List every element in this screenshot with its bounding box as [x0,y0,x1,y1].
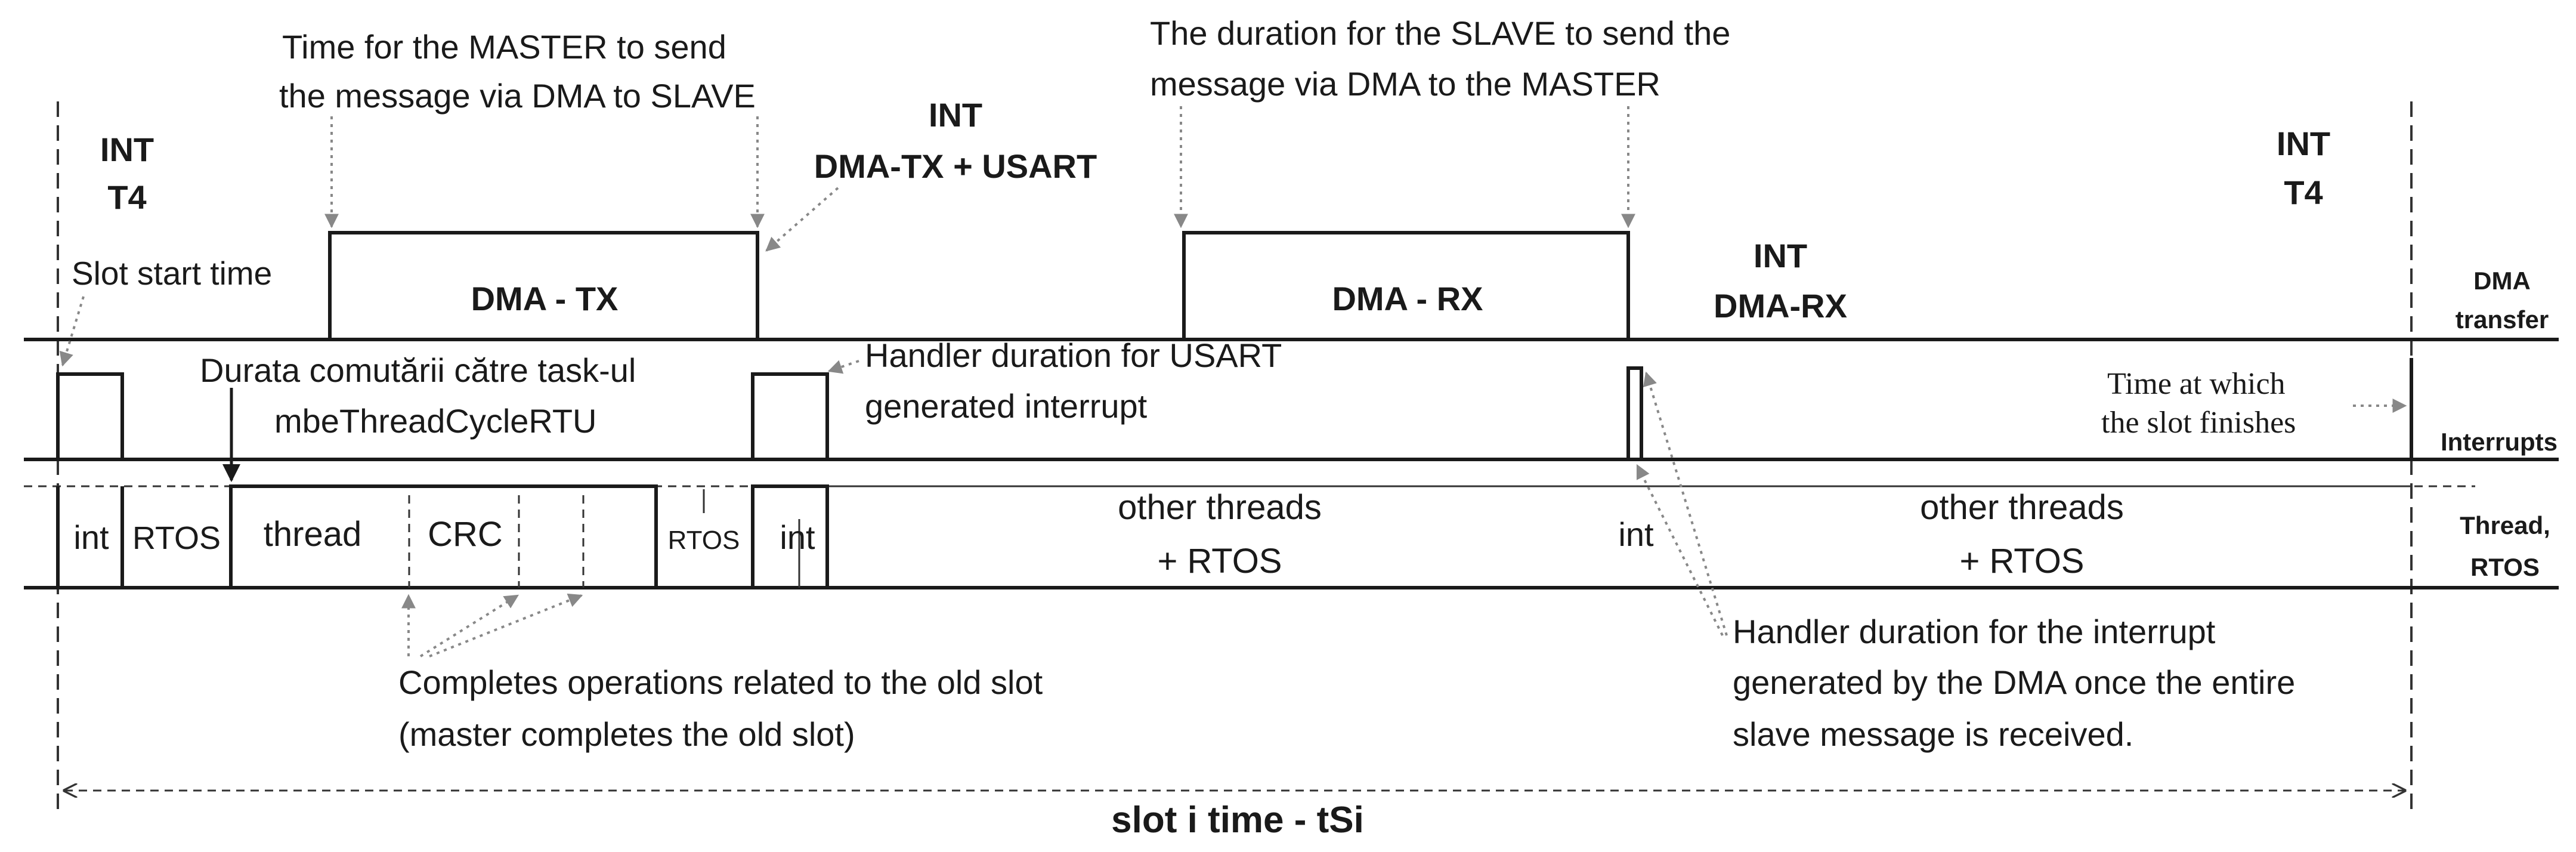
int-dma-tx-line1: INT [929,96,982,134]
durata-line1: Durata comutării către task-ul [200,351,636,389]
int-t4-pulse [56,372,124,459]
int-dma-rx-line1: INT [1754,237,1807,274]
row-label-thread-line2: RTOS [2470,553,2540,581]
completes-arrow-2 [419,594,519,657]
handler-dma-arrow-lower [1636,464,1724,636]
int-t4-left-line1: INT [100,131,154,168]
completes-line1: Completes operations related to the old … [398,663,1043,701]
dma-tx-label: DMA - TX [471,280,619,317]
int-dma-rx-line2: DMA-RX [1714,287,1847,325]
slot-finish-line1: Time at which [2107,367,2286,401]
dma-tx-pulse [24,231,1630,341]
int-c-label: int [1618,515,1654,553]
slot-start-label: Slot start time [72,255,272,292]
completes-arrow-3 [429,593,583,657]
int-dma-rx-pulse [1626,366,1643,459]
master-send-line2: the message via DMA to SLAVE [279,77,756,115]
handler-usart-line2: generated interrupt [865,387,1148,425]
int-b-label: int [780,518,815,556]
int-dma-tx-line2: DMA-TX + USART [814,147,1097,185]
other-threads-2-line1: other threads [1920,488,2124,527]
completes-line2: (master completes the old slot) [398,715,855,753]
thread-label: thread [264,515,361,554]
int-dma-tx-arrow [765,187,839,252]
other-threads-2-line2: + RTOS [1959,542,2084,581]
int-t4-right-line1: INT [2277,125,2330,162]
durata-line2: mbeThreadCycleRTU [274,402,596,440]
other-threads-1-line2: + RTOS [1157,542,1282,581]
dma-rx-label: DMA - RX [1332,280,1483,317]
row-label-thread-line1: Thread, [2460,511,2550,539]
slot-finish-line2: the slot finishes [2101,406,2296,440]
row-label-dma-line1: DMA [2473,267,2531,295]
slot-start-arrow [59,296,85,367]
other-threads-1-line1: other threads [1118,488,1322,527]
crc-label: CRC [428,515,503,554]
int-a-label: int [73,518,109,556]
handler-usart-arrow [827,360,859,374]
slot-time-label: slot i time - tSi [1111,799,1364,841]
handler-dma-arrow-upper [1643,371,1728,636]
row-label-interrupts: Interrupts [2441,428,2558,456]
int-t4-right-line2: T4 [2284,174,2323,211]
handler-usart-line1: Handler duration for USART [865,337,1282,374]
handler-dma-line1: Handler duration for the interrupt [1733,613,2216,650]
rtos-a-label: RTOS [132,520,221,556]
int-usart-pulse [751,372,829,459]
rtos-b-label: RTOS [668,526,740,555]
handler-dma-line2: generated by the DMA once the entire [1733,663,2295,701]
handler-dma-line3: slave message is received. [1733,715,2133,753]
slave-send-line1: The duration for the SLAVE to send the [1150,14,1730,52]
row-label-dma-line2: transfer [2456,305,2549,334]
slave-send-line2: message via DMA to the MASTER [1150,65,1660,103]
master-send-line1: Time for the MASTER to send [282,28,726,66]
thread-row-segments [56,484,829,588]
int-t4-left-line2: T4 [107,178,146,216]
